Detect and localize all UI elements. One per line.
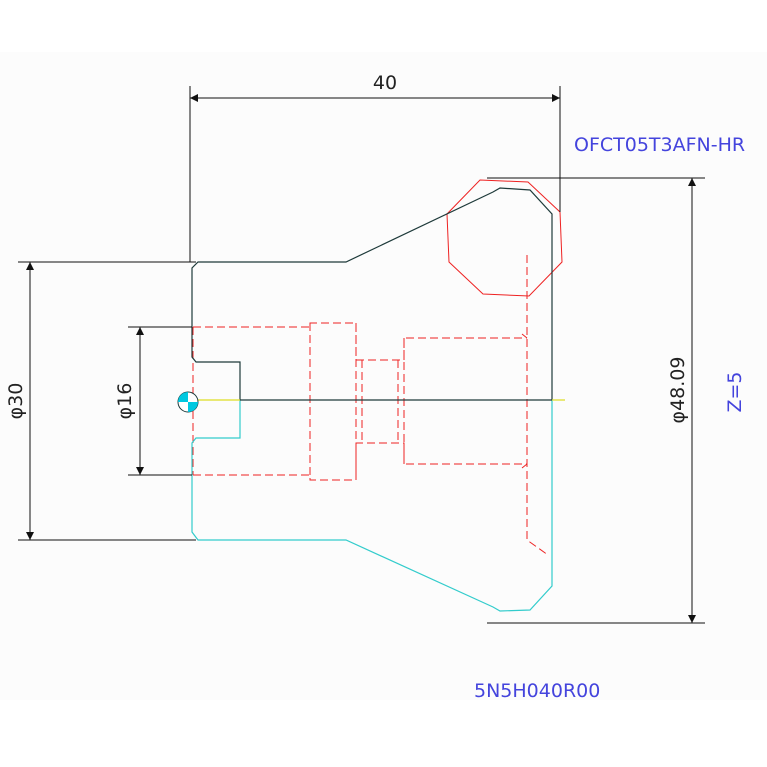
dimension-inner-diameter (128, 326, 192, 476)
drawing-background (0, 52, 767, 700)
hidden-tick-upper (521, 333, 528, 339)
dimension-width (189, 86, 561, 262)
dimension-width-label: 40 (373, 72, 397, 94)
depth-note-label: Z=5 (724, 371, 746, 412)
hidden-bore-upper (193, 322, 527, 361)
dimension-outer-diameter-label: φ30 (5, 383, 27, 420)
dimension-inner-diameter-label: φ16 (114, 383, 136, 420)
insert-octagon (446, 179, 563, 297)
cutter-code-label: 5N5H040R00 (474, 680, 600, 702)
origin-marker-icon (177, 391, 199, 413)
hidden-lines (192, 255, 549, 556)
hidden-bore-lower (193, 442, 527, 481)
part-outline-lower (191, 400, 553, 612)
insert-code-label: OFCT05T3AFN-HR (574, 134, 745, 156)
hidden-tick-lower (521, 463, 528, 469)
part-outline-upper (191, 187, 553, 400)
hidden-pocket-right (526, 255, 549, 556)
dimension-outer-diameter (18, 261, 196, 541)
dimension-tool-diameter (487, 177, 705, 624)
dimension-tool-diameter-label: φ48.09 (667, 357, 689, 424)
